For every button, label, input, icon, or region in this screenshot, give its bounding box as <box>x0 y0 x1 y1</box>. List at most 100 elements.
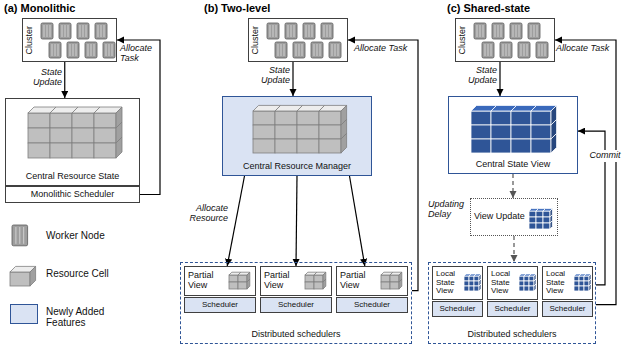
edge-label: Commit <box>589 150 622 162</box>
worker-node-stripe <box>281 44 282 56</box>
worker-node-stripe <box>531 25 532 37</box>
cluster-box: Cluster <box>22 18 117 62</box>
resource-manager-box: Central Resource Manager <box>222 96 372 176</box>
arrow <box>350 176 365 266</box>
resource-cell <box>529 286 534 291</box>
resource-cell <box>574 276 579 281</box>
resource-cell <box>491 139 511 153</box>
worker-node-stripe <box>501 25 502 37</box>
arrow <box>292 62 293 96</box>
resource-state-box: Central Resource State <box>5 98 140 186</box>
dashed-arrow <box>512 174 513 198</box>
worker-node-stripe <box>485 44 486 56</box>
worker-node-stripe <box>83 25 84 37</box>
resource-cell <box>474 281 479 286</box>
node-text: Scheduler <box>494 305 530 314</box>
resource-cell <box>314 282 323 289</box>
resource-cell <box>471 125 491 139</box>
worker-node-stripe <box>91 44 92 56</box>
worker-node-stripe <box>306 25 307 37</box>
resource-cell <box>584 281 589 286</box>
node-text: Partial View <box>188 271 223 291</box>
worker-node-icon <box>285 23 297 39</box>
edge-label: State Update <box>250 66 290 86</box>
worker-node-stripe <box>480 25 481 37</box>
resource-cell <box>471 139 491 153</box>
worker-node-stripe <box>294 25 295 37</box>
resource-cell <box>238 282 247 289</box>
worker-node-stripe <box>542 44 543 56</box>
resource-cell <box>579 281 584 286</box>
node-text: Central State View <box>476 160 550 170</box>
worker-node-icon <box>95 23 107 39</box>
worker-node-stripe <box>488 44 489 56</box>
resource-cell <box>469 286 474 291</box>
resource-cell-side <box>399 279 402 289</box>
panel-title: (a) Monolithic <box>4 2 76 14</box>
node-text: Local State View <box>491 270 517 296</box>
worker-node-stripe <box>23 227 24 244</box>
scheduler-box: Monolithic Scheduler <box>5 186 140 203</box>
resource-cell <box>524 281 529 286</box>
resource-cell <box>50 113 72 128</box>
resource-cell <box>471 111 491 125</box>
view-update-box: View Update <box>470 198 558 236</box>
worker-node-stripe <box>65 25 66 37</box>
worker-node-stripe <box>94 44 95 56</box>
worker-node-stripe <box>332 44 333 56</box>
worker-node-icon <box>293 42 305 58</box>
resource-cell <box>305 282 314 289</box>
worker-node-stripe <box>276 25 277 37</box>
scheduler-box: Scheduler <box>487 301 538 317</box>
resource-cell <box>543 211 550 217</box>
resource-cell-side <box>116 137 122 158</box>
resource-cell <box>253 139 275 153</box>
partial-view-box: Partial View <box>260 266 332 296</box>
worker-node-stripe <box>109 44 110 56</box>
edge-label: State Update <box>22 68 62 88</box>
worker-node-stripe <box>15 227 16 244</box>
worker-node-stripe <box>299 44 300 56</box>
node-text: Monolithic Scheduler <box>31 190 115 200</box>
worker-node-stripe <box>55 44 56 56</box>
resource-cell-side <box>550 221 552 229</box>
edge-label: State Update <box>457 66 497 86</box>
resource-cell <box>253 125 275 139</box>
worker-node-stripe <box>101 25 102 37</box>
scheduler-group: Distributed schedulersPartial ViewSchedu… <box>180 262 412 344</box>
arrow <box>64 62 65 98</box>
worker-node-icon <box>67 42 79 58</box>
worker-node-icon <box>303 23 315 39</box>
worker-node-stripe <box>314 44 315 56</box>
worker-node-stripe <box>296 44 297 56</box>
panel-title: (b) Two-level <box>204 2 270 14</box>
worker-node-icon <box>49 42 61 58</box>
legend-text: Worker Node <box>46 230 126 241</box>
resource-cell-side <box>551 133 557 153</box>
worker-node-stripe <box>284 44 285 56</box>
worker-node-stripe <box>73 44 74 56</box>
local-state-view-box: Local State View <box>542 266 593 300</box>
worker-node-stripe <box>338 44 339 56</box>
partial-view-box: Partial View <box>184 266 256 296</box>
resource-cell <box>579 276 584 281</box>
node-text: Scheduler <box>278 301 314 310</box>
partial-view-box: Partial View <box>336 266 408 296</box>
worker-node-stripe <box>106 44 107 56</box>
worker-node-stripe <box>312 25 313 37</box>
resource-cell <box>511 125 531 139</box>
resource-cell <box>94 128 116 143</box>
resource-cell <box>529 223 536 229</box>
worker-node-stripe <box>521 44 522 56</box>
worker-node-stripe <box>70 44 71 56</box>
resource-cell <box>536 217 543 223</box>
worker-node-stripe <box>309 25 310 37</box>
resource-cell <box>72 143 94 158</box>
resource-cell <box>524 286 529 291</box>
resource-cell <box>229 275 238 282</box>
resource-cell <box>524 276 529 281</box>
worker-node-stripe <box>491 44 492 56</box>
worker-node-stripe <box>513 25 514 37</box>
worker-node-stripe <box>47 25 48 37</box>
worker-node-stripe <box>291 25 292 37</box>
